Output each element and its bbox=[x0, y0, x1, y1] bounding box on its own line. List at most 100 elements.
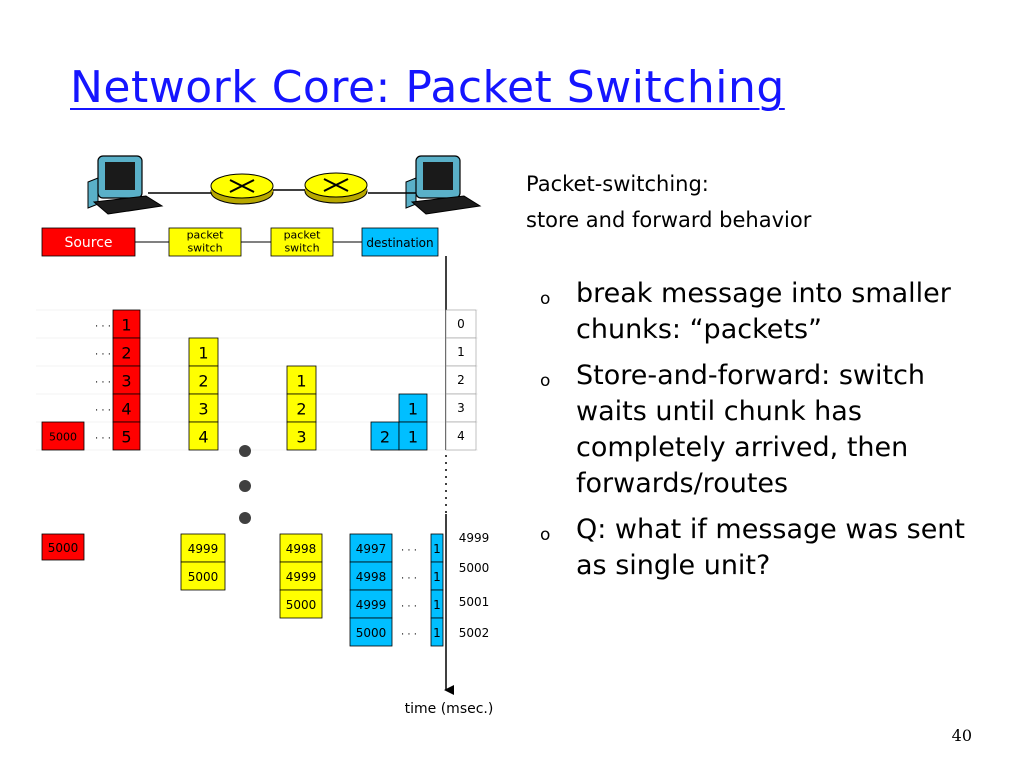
computer-icon bbox=[405, 155, 482, 215]
switch1-packet-label: 2 bbox=[198, 372, 208, 391]
time-tick-label: 1 bbox=[457, 345, 465, 359]
switch1-late-packet-box bbox=[180, 533, 226, 563]
dest-late-packet-label: 4998 bbox=[356, 570, 387, 584]
switch1-late-packet-box bbox=[180, 561, 226, 591]
source-node-label: Source bbox=[64, 235, 112, 251]
dest-late-mark-label: 1 bbox=[433, 542, 441, 556]
time-tick-label: 3 bbox=[457, 401, 465, 415]
switch-node-label: switch bbox=[187, 242, 222, 255]
source-packet-box bbox=[112, 365, 141, 395]
time-cell bbox=[445, 393, 477, 423]
source-packet-box bbox=[112, 393, 141, 423]
router-icon bbox=[304, 172, 368, 204]
bullet-marker: o bbox=[540, 371, 551, 391]
subtitle-line-2: store and forward behavior bbox=[526, 208, 812, 232]
dest-late-mark-label: 1 bbox=[433, 626, 441, 640]
dest-late-packet-label: 4997 bbox=[356, 542, 387, 556]
switch2-late-packet-label: 4998 bbox=[286, 542, 317, 556]
dest-packet-label: 1 bbox=[408, 400, 418, 419]
bullet-item: o break message into smaller chunks: “pac… bbox=[540, 276, 980, 348]
time-axis-label: time (msec.) bbox=[405, 701, 494, 717]
time-cell bbox=[445, 337, 477, 367]
switch2-late-packet-label: 4999 bbox=[286, 570, 317, 584]
source-packet-box bbox=[112, 309, 141, 339]
bullet-marker: o bbox=[540, 525, 551, 545]
dest-late-packet-box bbox=[349, 617, 393, 647]
dest-late-mark-label: 1 bbox=[433, 598, 441, 612]
dest-late-packet-box bbox=[349, 589, 393, 619]
switch2-packet-box bbox=[286, 421, 317, 451]
destination-node-box bbox=[361, 227, 439, 257]
bullet-item: o Store-and-forward: switch waits until c… bbox=[540, 358, 980, 502]
bullet-marker: o bbox=[540, 289, 551, 309]
bullet-text: break message into smaller chunks: “pack… bbox=[576, 278, 951, 345]
dest-late-packet-box bbox=[349, 533, 393, 563]
source-node-box bbox=[41, 227, 136, 257]
dest-late-mark-label: 1 bbox=[433, 570, 441, 584]
switch1-packet-label: 3 bbox=[198, 400, 208, 419]
time-tick-label: 0 bbox=[457, 317, 465, 331]
bullet-item: o Q: what if message was sent as single u… bbox=[540, 512, 980, 584]
switch2-late-packet-box bbox=[279, 561, 323, 591]
time-tick-label: 5000 bbox=[459, 561, 490, 575]
source-remaining-label: 5000 bbox=[49, 431, 77, 444]
switch-node-label: switch bbox=[284, 242, 319, 255]
source-late-packet-box bbox=[41, 533, 85, 561]
source-packet-label: 5 bbox=[121, 428, 131, 447]
switch2-packet-label: 2 bbox=[296, 400, 306, 419]
monitor-screen bbox=[105, 162, 135, 190]
time-cell bbox=[445, 309, 477, 339]
source-packet-label: 1 bbox=[121, 316, 131, 335]
dest-packet-label: 1 bbox=[408, 428, 418, 447]
switch2-packet-box bbox=[286, 365, 317, 395]
ellipsis-label: . . . bbox=[401, 571, 417, 582]
ellipsis-label: . . . bbox=[95, 431, 111, 442]
computer-icon bbox=[87, 155, 164, 215]
keyboard bbox=[410, 195, 482, 215]
router-icon bbox=[210, 173, 274, 205]
switch2-late-packet-label: 5000 bbox=[286, 598, 317, 612]
time-tick-label: 5002 bbox=[459, 626, 490, 640]
dest-late-mark-box bbox=[430, 617, 444, 647]
dest-packet-box bbox=[398, 421, 428, 451]
bullet-text: Store-and-forward: switch waits until ch… bbox=[576, 360, 926, 499]
time-tick-label: 5001 bbox=[459, 595, 490, 609]
switch1-packet-label: 1 bbox=[198, 344, 208, 363]
ellipsis-label: . . . bbox=[401, 627, 417, 638]
time-tick-label: 4 bbox=[457, 429, 465, 443]
dest-packet-box bbox=[398, 393, 428, 423]
time-tick-label: 2 bbox=[457, 373, 465, 387]
ellipsis-label: . . . bbox=[401, 599, 417, 610]
switch2-packet-box bbox=[286, 393, 317, 423]
dest-packet-label: 2 bbox=[380, 428, 390, 447]
bullet-text: Q: what if message was sent as single un… bbox=[576, 514, 966, 581]
source-packet-box bbox=[112, 337, 141, 367]
switch-node-box bbox=[270, 227, 334, 257]
source-packet-label: 2 bbox=[121, 344, 131, 363]
switch-node-box bbox=[168, 227, 242, 257]
source-remaining-box bbox=[41, 421, 85, 451]
switch2-late-packet-box bbox=[279, 589, 323, 619]
switch2-packet-label: 3 bbox=[296, 428, 306, 447]
dest-late-packet-label: 4999 bbox=[356, 598, 387, 612]
ellipsis-label: . . . bbox=[401, 543, 417, 554]
source-packet-box bbox=[112, 421, 141, 451]
progression-dot bbox=[239, 512, 251, 524]
page-number: 40 bbox=[951, 726, 972, 745]
keyboard bbox=[92, 195, 164, 215]
switch1-late-packet-label: 5000 bbox=[188, 570, 219, 584]
router-arrows bbox=[229, 179, 255, 193]
switch-node-label: packet bbox=[284, 229, 322, 242]
dest-packet-box bbox=[370, 421, 400, 451]
switch2-packet-label: 1 bbox=[296, 372, 306, 391]
dest-late-packet-label: 5000 bbox=[356, 626, 387, 640]
ellipsis-label: . . . bbox=[95, 347, 111, 358]
source-late-packet-label: 5000 bbox=[48, 541, 79, 555]
subtitle-line-1: Packet-switching: bbox=[526, 172, 709, 196]
switch1-packet-label: 4 bbox=[198, 428, 208, 447]
ellipsis-label: . . . bbox=[95, 403, 111, 414]
bullet-list: o break message into smaller chunks: “pac… bbox=[540, 276, 980, 594]
progression-dot bbox=[239, 480, 251, 492]
monitor-screen bbox=[423, 162, 453, 190]
